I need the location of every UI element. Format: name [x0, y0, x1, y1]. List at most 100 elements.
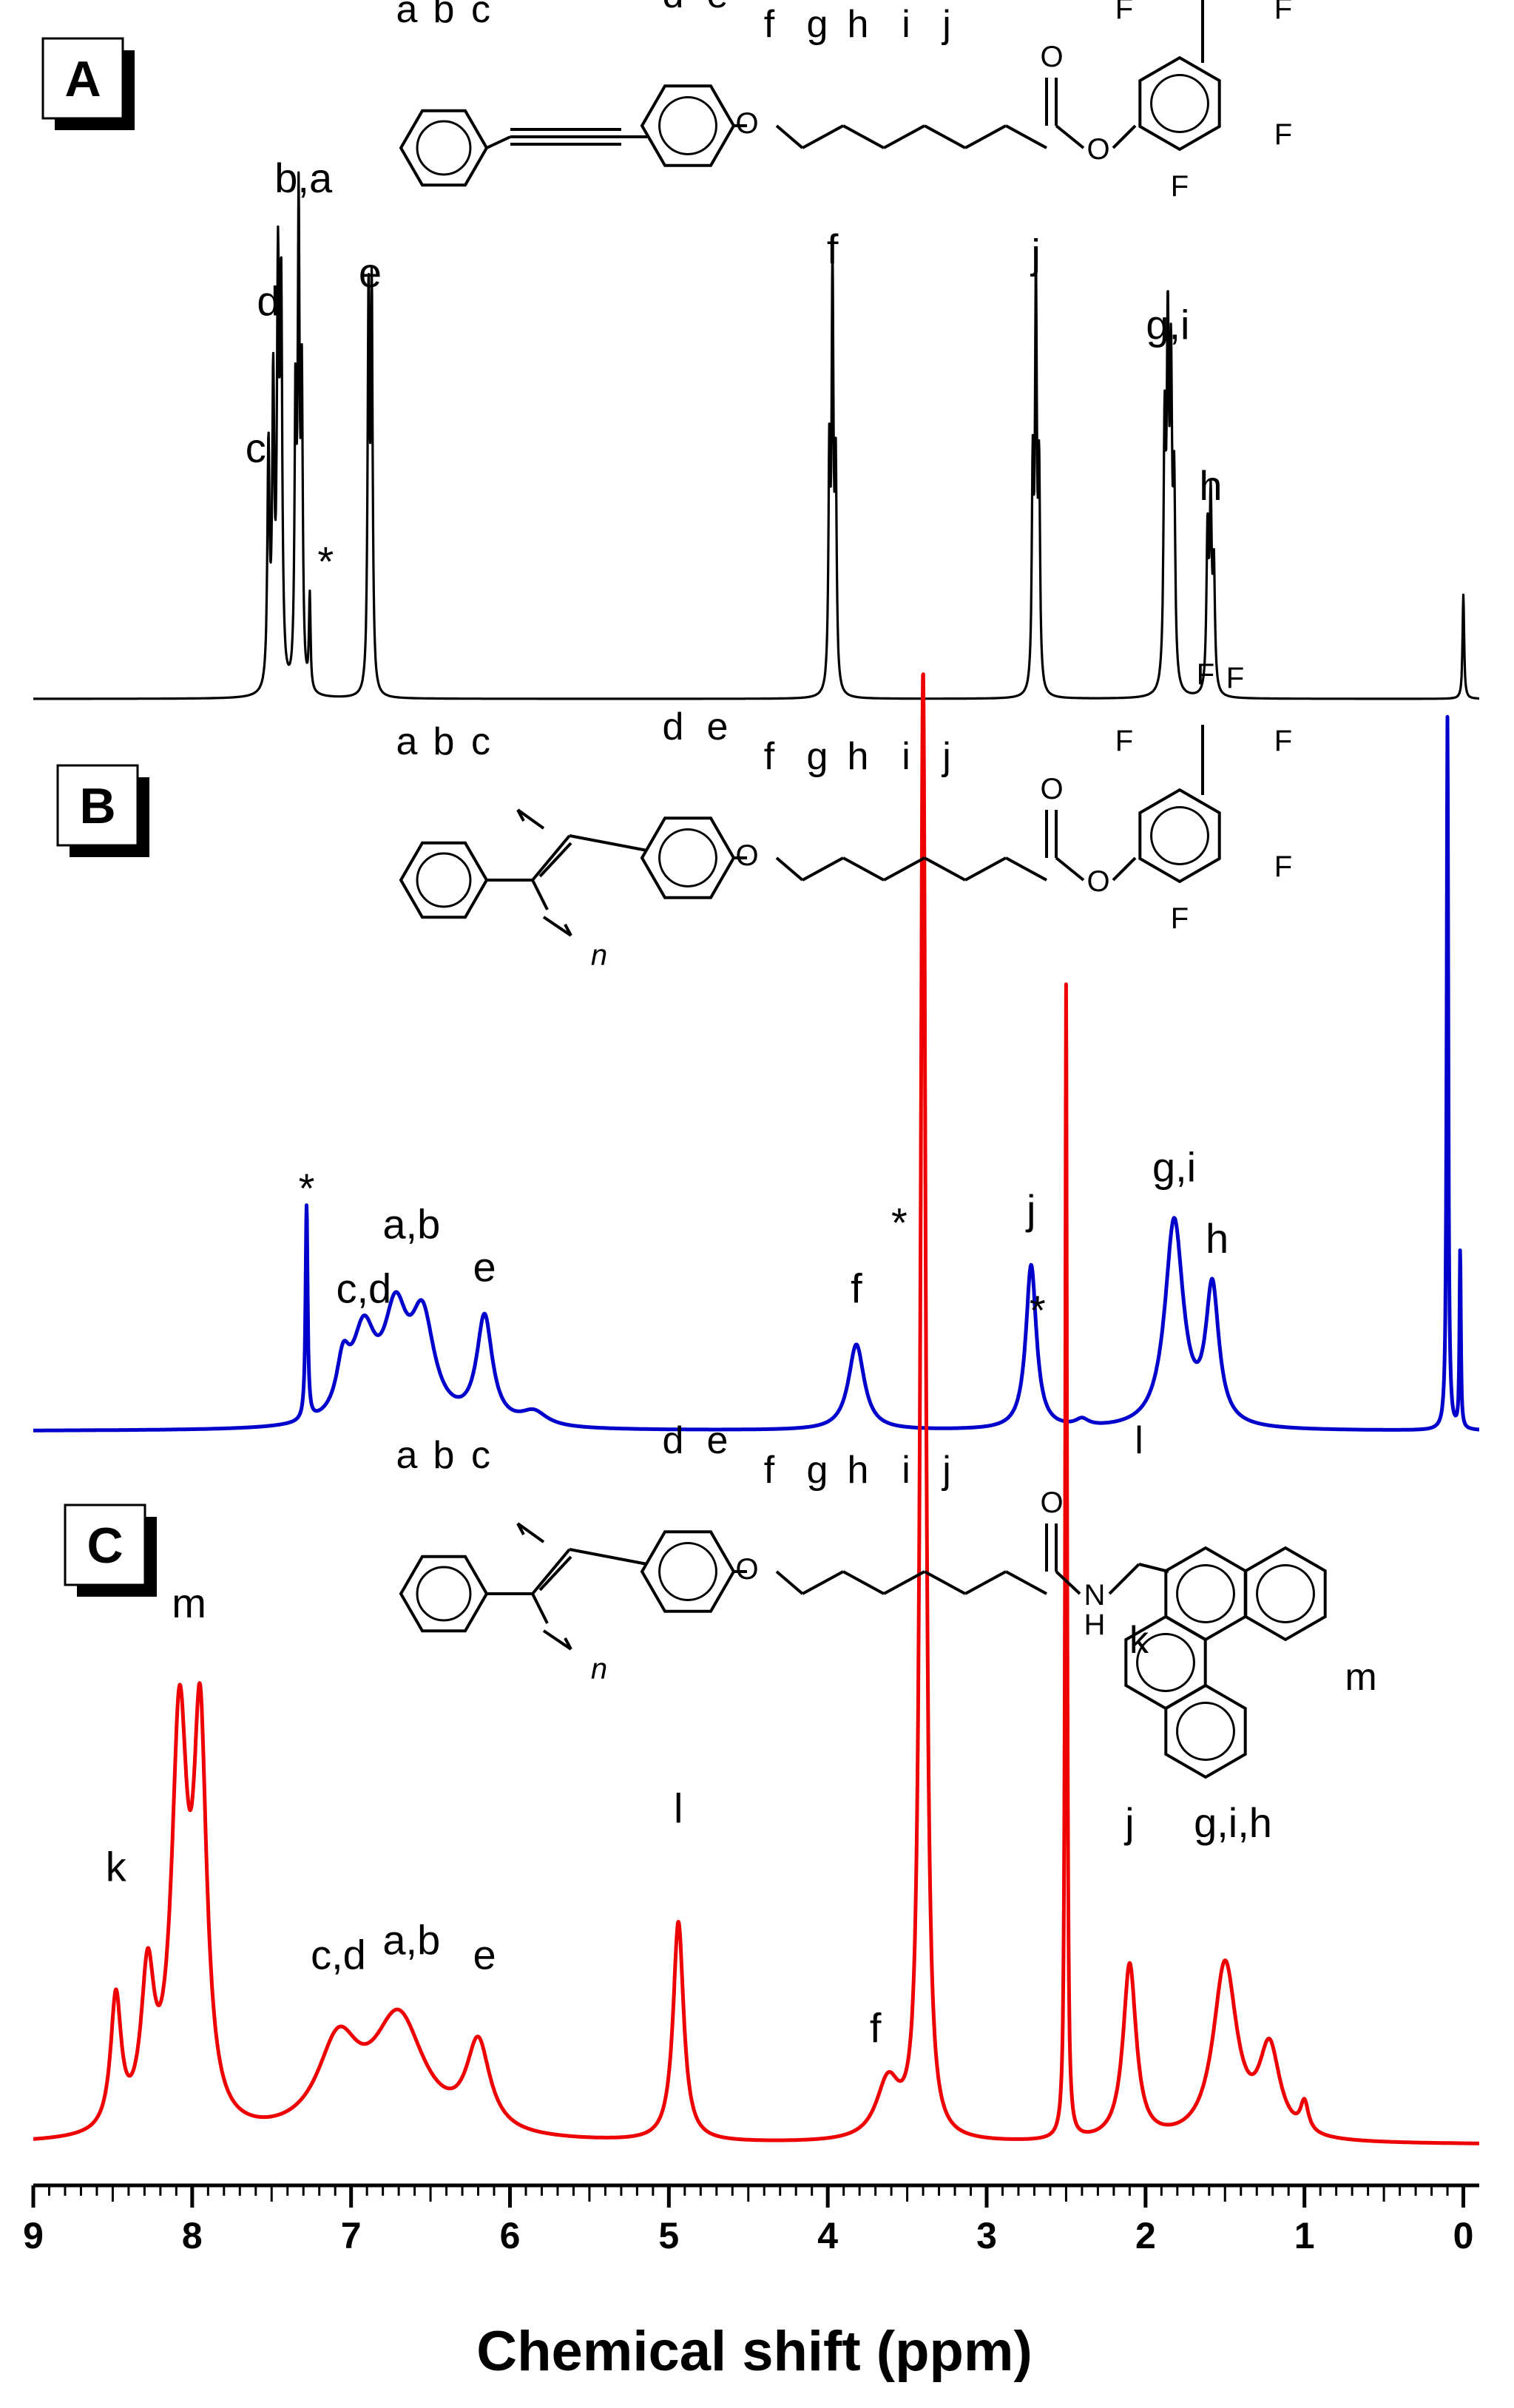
structure-letter-c: c	[471, 720, 490, 763]
benzene-ring	[1164, 1683, 1247, 1779]
aromatic-circle	[658, 828, 717, 887]
bond	[883, 124, 925, 149]
peak-label-a-4: e	[359, 249, 382, 296]
structure-letter-g: g	[807, 1449, 828, 1492]
bond	[569, 1548, 648, 1566]
atom-f-top: F	[1197, 658, 1214, 691]
aromatic-circle	[416, 852, 472, 908]
aromatic-circle	[416, 120, 472, 176]
bond	[1112, 856, 1137, 882]
bond	[531, 1548, 571, 1595]
structure-letter-a: a	[396, 1434, 418, 1477]
structure-letter-j: j	[941, 1449, 951, 1492]
structure-letter-f: f	[764, 1449, 775, 1492]
aromatic-circle	[416, 1566, 472, 1622]
structure-letter-a: a	[396, 0, 418, 31]
bond	[538, 842, 572, 878]
atom-o-ether: O	[735, 107, 758, 140]
bond	[486, 135, 511, 149]
structure-letter-d: d	[663, 1419, 684, 1462]
bond	[964, 1570, 1007, 1595]
structure-letter-a: a	[396, 720, 418, 763]
structure-letter-c: c	[471, 1434, 490, 1477]
structure-letter-l: l	[1135, 1419, 1143, 1462]
bond	[775, 124, 804, 149]
x-tick-label-7: 7	[341, 2215, 362, 2256]
benzene-ring	[399, 841, 489, 919]
bond	[775, 856, 804, 882]
bond	[516, 808, 545, 830]
peak-label-c-5: l	[674, 1785, 683, 1831]
peak-label-c-7: *	[891, 1199, 908, 1245]
x-tick-label-5: 5	[658, 2215, 679, 2256]
panel-letter-c: C	[87, 1518, 123, 1574]
peak-label-a-2: b,a	[274, 155, 333, 201]
atom-n: N	[1084, 1579, 1106, 1611]
aromatic-circle	[1176, 1564, 1235, 1623]
bond	[883, 856, 925, 882]
aromatic-circle	[1136, 1633, 1195, 1692]
atom-o-carbonyl: O	[1040, 773, 1063, 805]
structure-letter-d: d	[663, 706, 684, 748]
peak-label-c-10: g,i,h	[1194, 1799, 1272, 1846]
bond	[531, 834, 571, 882]
x-axis-title: Chemical shift (ppm)	[476, 2320, 1033, 2383]
panel-letter-a: A	[64, 51, 101, 107]
structure-letter-e: e	[707, 706, 729, 748]
bond	[924, 124, 966, 149]
polymer-n: n	[591, 939, 607, 972]
bond	[1005, 1570, 1047, 1595]
benzene-ring	[399, 109, 489, 187]
atom-o-carbonyl: O	[1040, 41, 1063, 73]
bond	[1055, 124, 1085, 149]
peak-label-b-0: *	[299, 1165, 315, 1211]
structure-letter-i: i	[902, 1449, 910, 1492]
bond	[516, 1523, 525, 1535]
structure-letter-g: g	[807, 735, 828, 778]
peak-label-c-4: e	[473, 1931, 496, 1978]
atom-f-4: F	[1115, 0, 1133, 25]
atom-h: H	[1084, 1609, 1106, 1641]
peak-label-a-0: c	[246, 425, 266, 471]
bond	[542, 1629, 572, 1651]
structure-letter-g: g	[807, 3, 828, 46]
peak-label-a-1: d	[257, 278, 280, 325]
x-tick-label-9: 9	[23, 2215, 44, 2256]
aromatic-circle	[1150, 74, 1209, 133]
peak-label-b-6: g,i	[1152, 1143, 1196, 1190]
atom-o-carbonyl: O	[1040, 1487, 1063, 1519]
x-tick-label-3: 3	[976, 2215, 997, 2256]
bond	[802, 124, 844, 149]
bond	[842, 856, 885, 882]
atom-f-3: F	[1171, 170, 1189, 203]
peak-label-c-9: j	[1123, 1799, 1134, 1846]
bond	[1055, 1570, 1081, 1595]
atom-f-2: F	[1274, 118, 1292, 151]
structure-letter-f: f	[764, 3, 775, 46]
spectrum-line-b	[32, 714, 1481, 1433]
peak-label-c-2: c,d	[311, 1931, 366, 1978]
peak-label-c-0: k	[106, 1844, 127, 1890]
peak-label-c-1: m	[172, 1580, 206, 1626]
structure-letter-b: b	[433, 1434, 455, 1477]
peak-label-c-3: a,b	[382, 1917, 440, 1964]
benzene-ring	[399, 1555, 489, 1633]
x-tick-label-2: 2	[1135, 2215, 1156, 2256]
bond	[883, 1570, 925, 1595]
bond	[564, 1637, 572, 1650]
polymer-n: n	[591, 1653, 607, 1685]
bond	[964, 124, 1007, 149]
spectrum-line-c	[32, 672, 1481, 2145]
bond	[531, 1593, 549, 1624]
peak-label-b-4: f	[851, 1265, 862, 1311]
structure-letter-e: e	[707, 0, 729, 16]
structures-layer: abcdefghijOOOFFFFFFnabcdefghijOOOFFFFFFn…	[396, 0, 1377, 1779]
bond	[542, 916, 572, 937]
atom-o-ether: O	[735, 839, 758, 872]
bond	[569, 834, 648, 852]
